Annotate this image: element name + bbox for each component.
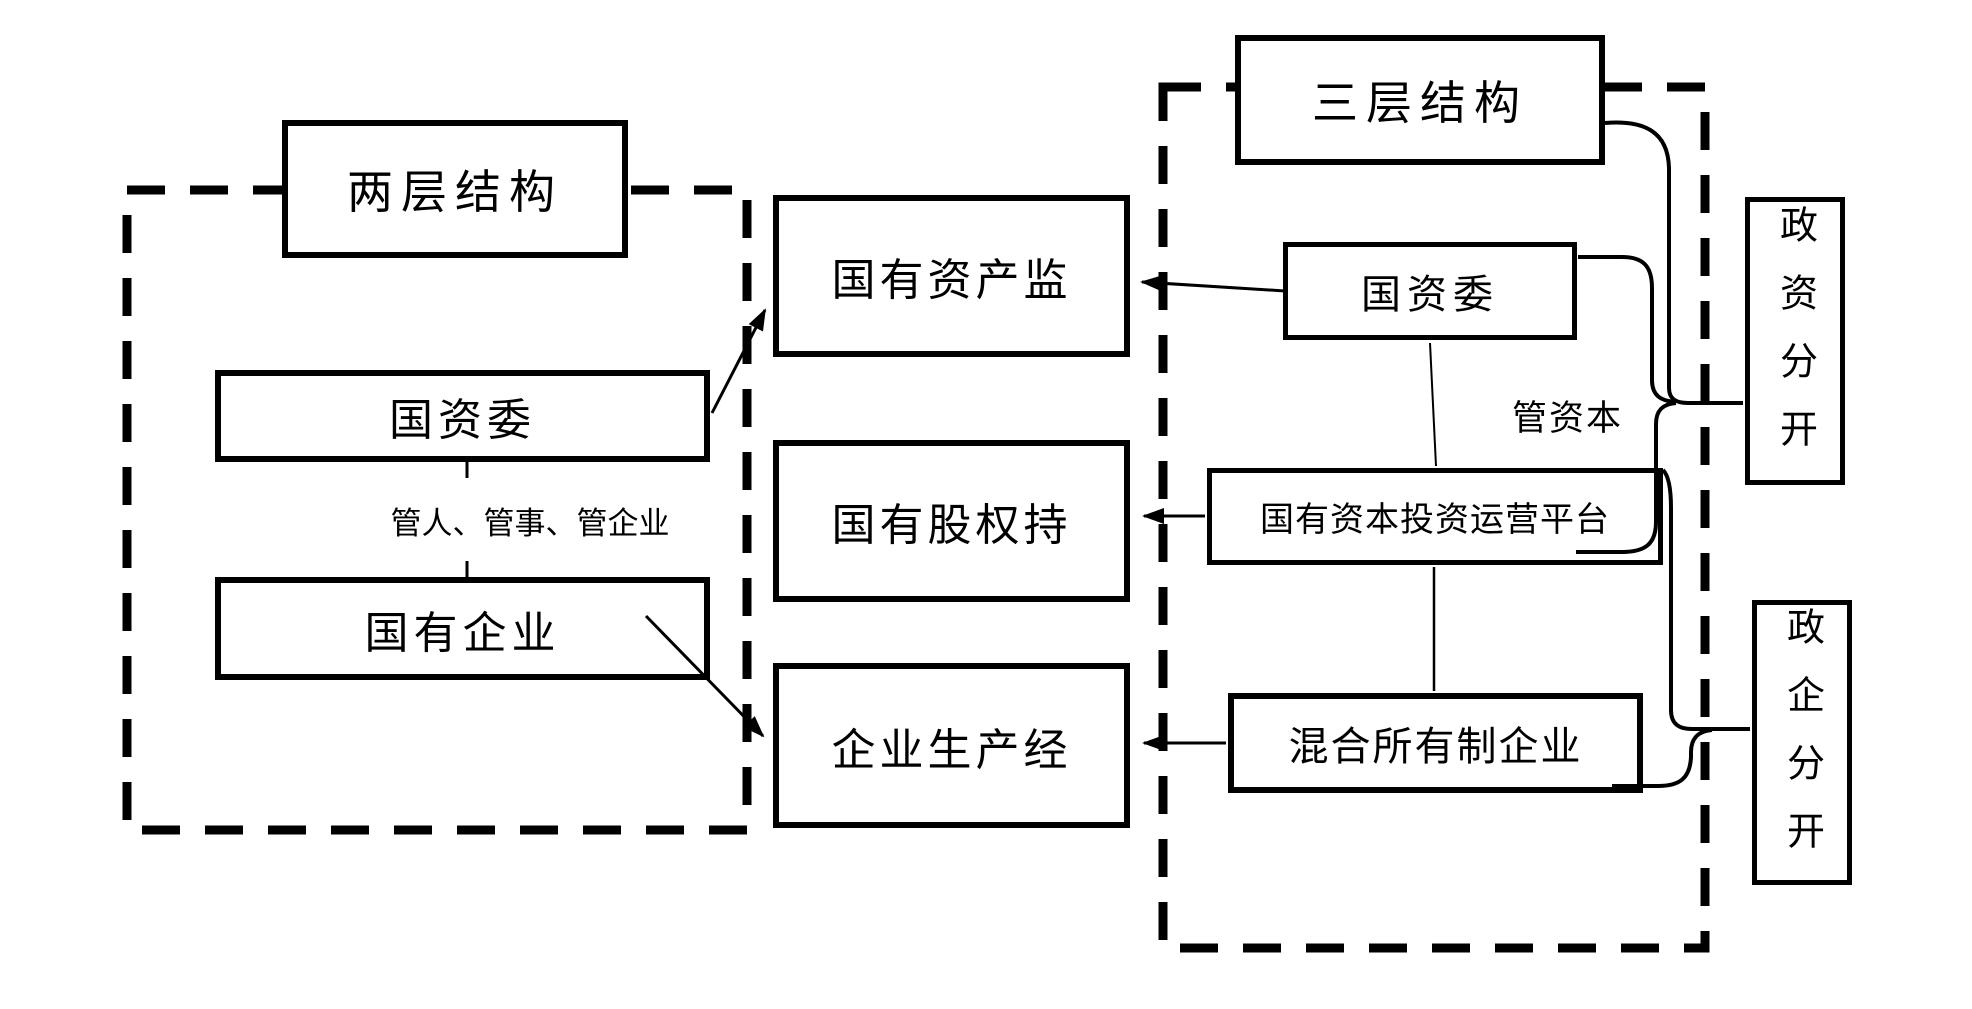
node-mixed-ownership-enterprise-label: 混合所有制企业	[1288, 724, 1583, 769]
node-separate-government-enterprise: 政企分开	[1752, 600, 1852, 885]
node-state-asset-supervision: 国有资产监	[773, 195, 1130, 357]
node-separate-government-capital-label: 政资分开	[1773, 205, 1816, 477]
node-sasac-right: 国资委	[1283, 242, 1577, 340]
node-state-enterprise-label: 国有企业	[364, 608, 561, 658]
node-capital-investment-platform: 国有资本投资运营平台	[1207, 468, 1663, 565]
node-sasac-left-label: 国资委	[389, 396, 536, 445]
edge-label-manage-people: 管人、管事、管企业	[390, 506, 670, 541]
node-state-asset-supervision-label: 国有资产监	[831, 256, 1072, 305]
node-sasac-right-label: 国资委	[1361, 272, 1499, 317]
node-sasac-left: 国资委	[215, 370, 710, 462]
three-tier-title-box: 三层结构	[1235, 35, 1605, 165]
node-enterprise-production: 企业生产经	[773, 663, 1130, 828]
node-capital-investment-platform-label: 国有资本投资运营平台	[1260, 502, 1610, 539]
node-state-equity-holding-label: 国有股权持	[831, 501, 1072, 550]
node-separate-government-enterprise-label: 政企分开	[1780, 606, 1823, 879]
two-tier-title-box: 两层结构	[282, 120, 628, 258]
node-separate-government-capital: 政资分开	[1745, 197, 1845, 485]
node-state-enterprise: 国有企业	[215, 577, 710, 680]
node-mixed-ownership-enterprise: 混合所有制企业	[1228, 693, 1643, 793]
two-tier-title-label: 两层结构	[347, 167, 563, 218]
node-state-equity-holding: 国有股权持	[773, 440, 1130, 602]
node-enterprise-production-label: 企业生产经	[831, 725, 1072, 775]
edge-label-manage-capital: 管资本	[1511, 399, 1623, 438]
three-tier-title-label: 三层结构	[1312, 78, 1528, 129]
